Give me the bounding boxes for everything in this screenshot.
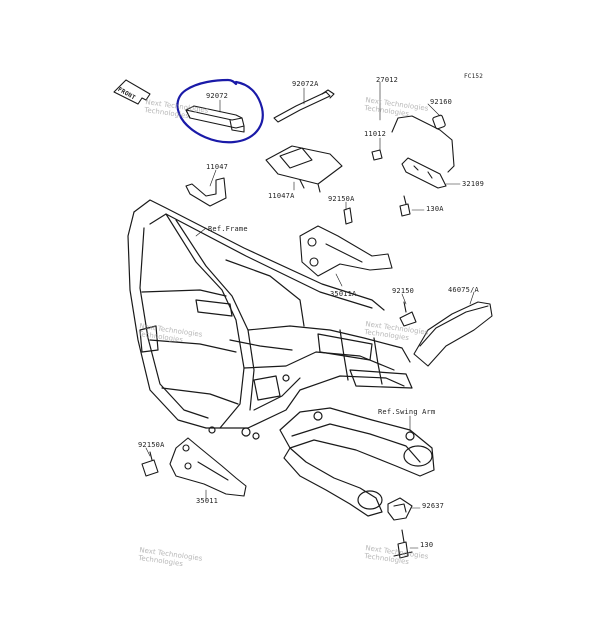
bolt-92150 xyxy=(399,301,417,327)
part-35011a-bracket xyxy=(299,225,393,277)
part-32109-bracket xyxy=(401,157,447,189)
bolt-92150a-bottom xyxy=(141,451,159,477)
part-11012-nut xyxy=(371,149,383,161)
swing-arm xyxy=(279,407,435,517)
part-11047a-tray xyxy=(265,145,343,193)
part-92072-bracket xyxy=(185,105,245,133)
label-ref-swing-arm: Ref.Swing Arm xyxy=(378,408,436,416)
part-92637-clip xyxy=(387,497,413,521)
label-11047a: 11047A xyxy=(268,192,295,200)
bolt-130a xyxy=(399,195,411,217)
label-27012: 27012 xyxy=(376,76,399,84)
label-130: 130 xyxy=(420,541,434,549)
front-arrow-icon xyxy=(113,79,151,105)
label-11047: 11047 xyxy=(206,163,229,171)
label-32109: 32109 xyxy=(462,180,485,188)
label-46075a: 46075/A xyxy=(448,286,479,294)
label-92072a: 92072A xyxy=(292,80,319,88)
label-35011a: 35011A xyxy=(330,290,357,298)
label-92637: 92637 xyxy=(422,502,445,510)
label-92150: 92150 xyxy=(392,287,415,295)
label-11012: 11012 xyxy=(364,130,387,138)
label-130a: 130A xyxy=(426,205,444,213)
part-46075a-cover xyxy=(413,301,493,367)
label-92072: 92072 xyxy=(206,92,229,100)
figure-code: FC152 xyxy=(464,73,484,80)
part-92160-wire xyxy=(391,114,455,173)
label-92150a-top: 92150A xyxy=(328,195,355,203)
highlight-circle xyxy=(176,78,264,144)
bolt-92150a-top xyxy=(343,207,353,225)
label-92160: 92160 xyxy=(430,98,453,106)
part-92072a-strap xyxy=(273,89,335,123)
part-11047-bracket xyxy=(185,177,227,207)
main-frame xyxy=(127,199,413,440)
bolt-130 xyxy=(393,529,413,559)
label-35011: 35011 xyxy=(196,497,219,505)
label-ref-frame: Ref.Frame xyxy=(208,225,248,233)
leader-lines xyxy=(145,81,475,549)
part-35011-bracket xyxy=(169,437,247,497)
label-92150a-bottom: 92150A xyxy=(138,441,165,449)
